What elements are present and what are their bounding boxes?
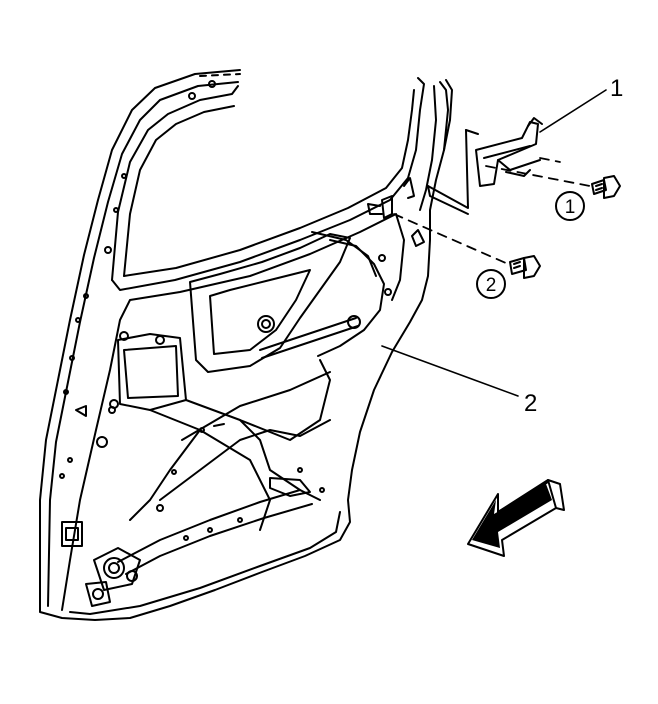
door-frame	[39, 69, 453, 621]
leader-lines	[381, 89, 607, 397]
inner-panel	[85, 177, 425, 607]
step-2-number: 2	[486, 275, 497, 296]
step-1-badge	[555, 191, 585, 221]
step-2-badge	[476, 269, 506, 299]
front-arrow-shading	[472, 484, 552, 548]
alignment-lines	[393, 157, 591, 265]
step-1-number: 1	[565, 197, 576, 218]
callout-2-label: 2	[524, 390, 537, 417]
callout-1-label: 1	[610, 75, 623, 102]
bolt-2-icon	[509, 255, 541, 279]
bolt-1-icon	[591, 175, 621, 199]
